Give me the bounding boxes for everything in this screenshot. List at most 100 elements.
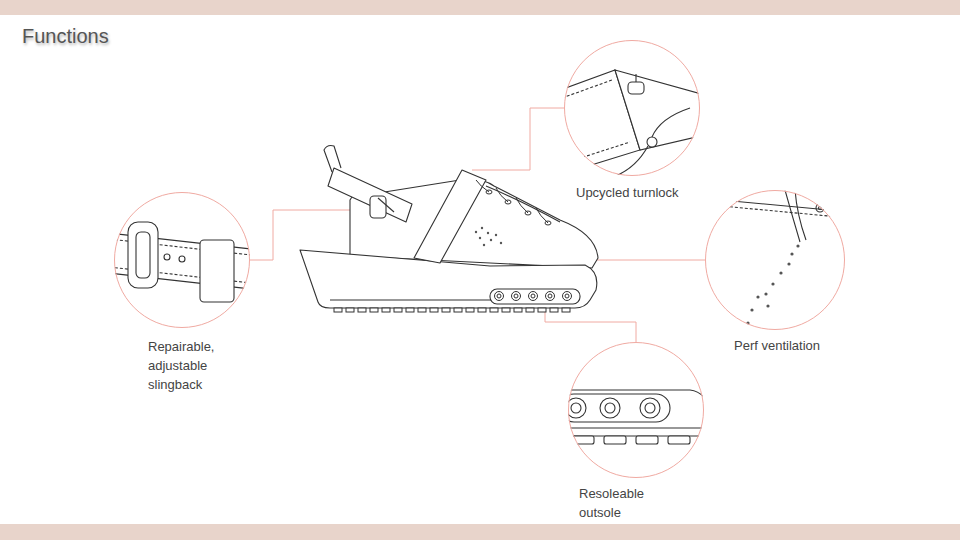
sole-tread — [490, 308, 498, 312]
callout-outline — [568, 342, 704, 478]
sole-tread — [478, 308, 486, 312]
outsole-detail — [640, 398, 660, 418]
shoe-drawing — [300, 250, 597, 308]
callout-outline — [115, 193, 250, 328]
callout-circle: Upcycled turnlock — [564, 40, 700, 176]
sole-tread — [550, 308, 558, 312]
sole-tread — [454, 308, 462, 312]
perf-dots — [481, 227, 483, 229]
shoe-drawing — [490, 289, 580, 304]
sole-ring — [495, 292, 572, 301]
sole-tread — [370, 308, 378, 312]
turnlock-detail — [647, 137, 657, 147]
outsole-detail — [645, 403, 655, 413]
perf-detail — [746, 244, 799, 324]
callout-outline — [705, 190, 845, 330]
outsole-detail — [560, 390, 712, 428]
top-band — [0, 0, 960, 15]
callout-label: Repairable, adjustable slingback — [148, 337, 232, 394]
sole-tread — [442, 308, 450, 312]
perf-detail — [796, 244, 799, 247]
shoe-drawing — [370, 196, 386, 218]
sole-tread — [562, 308, 570, 312]
sole-ring — [512, 292, 521, 301]
sole-ring — [546, 292, 555, 301]
turnlock-detail — [615, 70, 705, 150]
callout-outline — [706, 191, 845, 330]
slingback-detail — [164, 254, 170, 260]
shoe-drawing — [414, 170, 486, 263]
sole-tread — [502, 308, 510, 312]
sole-tread — [466, 308, 474, 312]
callout-circle: Resoleable outsole — [568, 342, 704, 478]
sole-tread — [346, 308, 354, 312]
perf-detail — [700, 198, 850, 212]
perf-dots — [487, 232, 489, 234]
perf-detail — [766, 304, 769, 307]
sole-tread — [526, 308, 534, 312]
sole-tread — [334, 308, 570, 312]
outsole-detail — [571, 403, 581, 413]
perf-dots — [500, 242, 502, 244]
slingback-detail — [179, 256, 185, 262]
sole-tread — [538, 308, 546, 312]
callout-outline — [114, 192, 250, 328]
perf-detail — [764, 292, 767, 295]
shoe-drawing — [300, 146, 598, 309]
turnlock-detail — [555, 70, 705, 178]
shoe-drawing — [328, 168, 412, 222]
perf-dots — [483, 244, 485, 246]
outsole-detail — [560, 394, 670, 422]
shoe-drawing — [324, 146, 341, 173]
perf-detail — [787, 262, 790, 265]
perf-dots — [475, 227, 502, 246]
shoe-drawing — [378, 198, 394, 212]
sole-tread — [334, 308, 342, 312]
outsole-detail — [668, 436, 690, 444]
perf-dots — [495, 234, 497, 236]
sole-ring — [497, 294, 501, 298]
perf-detail — [750, 308, 753, 311]
shoe-drawing — [486, 186, 560, 222]
page-title: Functions — [22, 25, 109, 48]
perf-detail — [756, 295, 759, 298]
perf-detail — [771, 282, 774, 285]
sole-ring — [531, 294, 535, 298]
turnlock-detail — [628, 82, 644, 94]
slingback-detail — [136, 232, 150, 278]
sole-tread — [394, 308, 402, 312]
perf-dots — [479, 237, 481, 239]
leader-line — [472, 108, 564, 170]
sole-tread — [418, 308, 426, 312]
callout-label: Upcycled turnlock — [576, 183, 716, 202]
sole-ring — [529, 292, 538, 301]
callout-outline — [569, 343, 704, 478]
sole-tread — [514, 308, 522, 312]
slingback-detail — [100, 238, 260, 284]
sole-tread — [430, 308, 438, 312]
slingback-detail — [128, 222, 158, 288]
callout-outline — [564, 40, 700, 176]
turnlock-detail — [610, 108, 690, 178]
perf-detail — [700, 190, 850, 242]
sole-tread — [358, 308, 366, 312]
outsole-detail — [636, 436, 658, 444]
turnlock-detail — [635, 74, 636, 82]
bottom-band — [0, 524, 960, 540]
sole-tread — [382, 308, 390, 312]
callout-label: Perf ventilation — [734, 336, 874, 355]
outsole-detail — [604, 436, 626, 444]
perf-detail — [779, 271, 782, 274]
perf-dots — [490, 239, 492, 241]
perf-detail — [785, 190, 806, 242]
sole-ring — [514, 294, 518, 298]
sole-ring — [548, 294, 552, 298]
slingback-detail — [100, 232, 260, 290]
sole-ring — [495, 292, 504, 301]
outsole-detail — [560, 390, 712, 444]
sole-tread — [406, 308, 414, 312]
sole-ring — [563, 292, 572, 301]
shoe-lace — [476, 180, 548, 223]
sole-ring — [565, 294, 569, 298]
callout-outline — [565, 41, 700, 176]
